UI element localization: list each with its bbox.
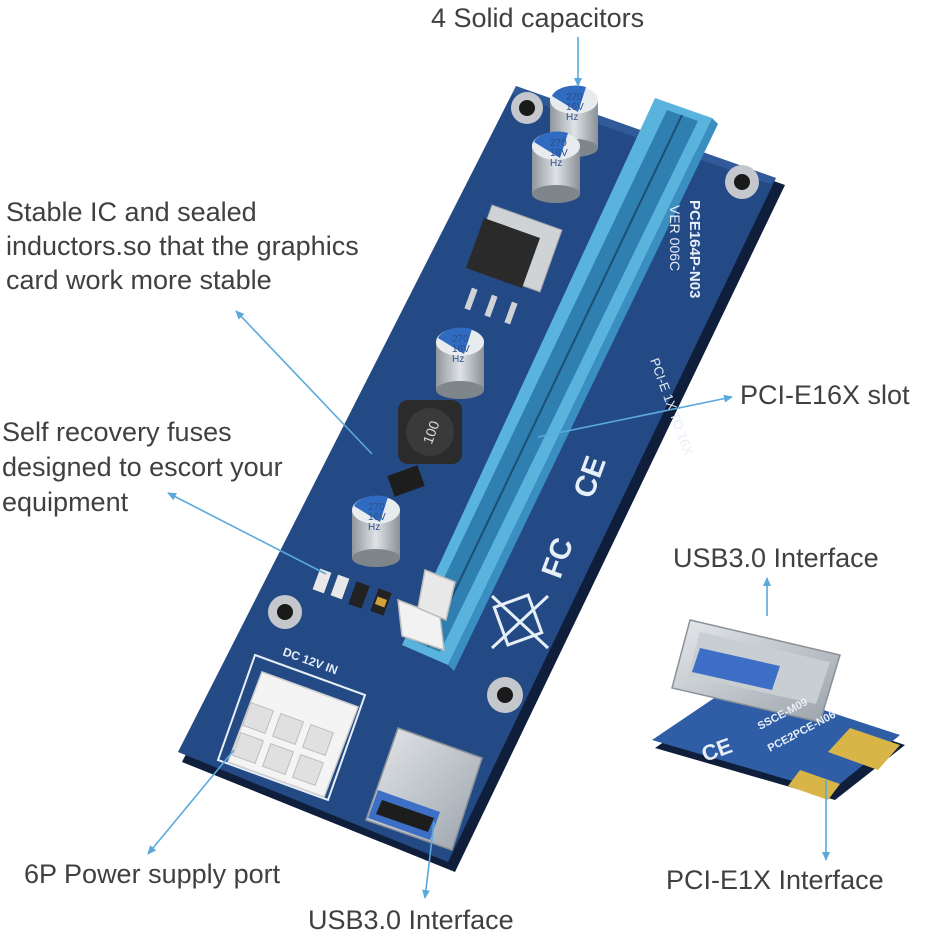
inductor-label: 100 [419, 418, 442, 446]
weee-bin-icon [490, 593, 550, 650]
arrow-power [147, 749, 235, 855]
arrow-ic [235, 310, 373, 455]
callout-arrows [147, 37, 830, 899]
label-fuse-line-1: Self recovery fuses [2, 417, 232, 447]
riser-board: 270 16V Hz 270 16V Hz 270 16V Hz [178, 85, 785, 872]
capacitor-value: 270 [550, 138, 567, 149]
label-capacitors: 4 Solid capacitors [431, 3, 645, 33]
adapter-gold-fingers [788, 728, 900, 800]
capacitor-voltage: 16V [550, 148, 568, 159]
label-ic-line-3: card work more stable [6, 265, 272, 295]
arrow-pcie16 [537, 394, 733, 438]
mounting-hole-icon [487, 677, 523, 713]
capacitor-hz: Hz [368, 522, 380, 533]
capacitor-voltage: 16V [452, 344, 470, 355]
capacitor-hz: Hz [550, 158, 562, 169]
label-usb-small: USB3.0 Interface [673, 543, 879, 573]
mounting-hole-icon [511, 92, 543, 124]
mounting-hole-icon [725, 165, 759, 199]
board-model: PCE164P-N03 [686, 200, 703, 298]
slot-latch [397, 568, 456, 652]
pcie-1x-adapter: PCE2PCE-N06 SSCE-M09 CE [652, 619, 905, 800]
label-fuse-line-2: designed to escort your [2, 452, 283, 482]
capacitor-hz: Hz [452, 354, 464, 365]
capacitor: 270 16V Hz [532, 131, 580, 203]
label-usb-bottom: USB3.0 Interface [308, 905, 514, 935]
capacitor-value: 270 [452, 334, 469, 345]
capacitor-voltage: 16V [368, 512, 386, 523]
label-pcie1: PCI-E1X Interface [666, 865, 884, 895]
capacitor-hz: Hz [566, 112, 578, 123]
arrow-fuses [167, 492, 327, 575]
board-version: VER 006C [667, 205, 683, 271]
adapter-pcb [652, 682, 900, 792]
label-ic-line-1: Stable IC and sealed [6, 197, 257, 227]
inductor: 100 [398, 400, 462, 464]
regulator-chip [464, 204, 563, 325]
capacitor-voltage: 16V [566, 102, 584, 113]
capacitor-value: 270 [566, 92, 583, 103]
capacitor-value: 270 [368, 502, 385, 513]
label-power: 6P Power supply port [24, 859, 281, 889]
usb-port [671, 619, 841, 723]
capacitor: 270 16V Hz [436, 327, 484, 399]
pcie-16x-slot [402, 98, 718, 671]
arrow-usb-bottom [421, 821, 435, 899]
label-pcie16: PCI-E16X slot [740, 380, 910, 410]
power-connector: DC 12V IN [216, 645, 367, 802]
controller-chip [387, 465, 425, 497]
label-fuse-line-3: equipment [2, 487, 129, 517]
capacitor: 270 16V Hz [352, 495, 400, 567]
mounting-hole-icon [268, 595, 302, 629]
recovery-fuses [312, 568, 392, 616]
usb-port [365, 727, 483, 851]
label-ic-line-2: inductors.so that the graphics [6, 231, 359, 261]
